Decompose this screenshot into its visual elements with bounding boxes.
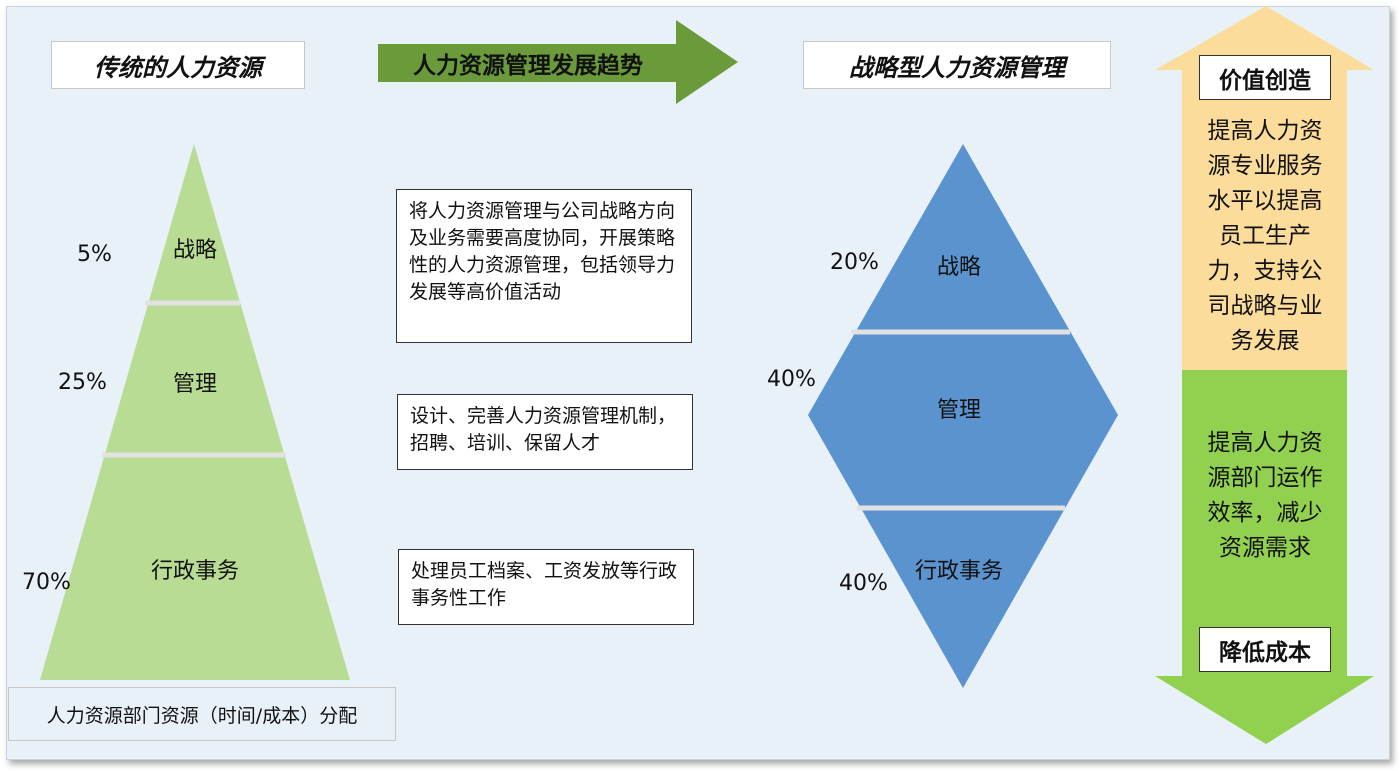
description-strategy: 将人力资源管理与公司战略方向及业务需要高度协同，开展策略性的人力资源管理，包括领… [396,189,692,343]
trend-arrow [378,20,738,104]
pyramid-percent-management: 25% [58,370,107,395]
strategic-diamond [808,144,1118,688]
diamond-level-management: 管理 [936,398,981,423]
cost-reduction-tag: 降低成本 [1199,627,1331,672]
diamond-percent-admin: 40% [839,571,888,596]
description-management: 设计、完善人力资源管理机制，招聘、培训、保留人才 [397,394,693,470]
pyramid-level-strategy: 战略 [172,238,217,263]
pyramid-percent-admin: 70% [22,570,71,595]
diamond-percent-strategy: 20% [830,250,879,275]
diamond-level-strategy: 战略 [936,255,981,280]
pyramid-level-admin: 行政事务 [150,559,239,584]
traditional-title: 传统的人力资源 [51,41,305,89]
pyramid-level-management: 管理 [172,372,217,397]
value-creation-text: 提高人力资源专业服务水平以提高员工生产力，支持公司战略与业务发展 [1207,118,1323,354]
trend-label: 人力资源管理发展趋势 [413,53,643,79]
pyramid-percent-strategy: 5% [77,242,112,267]
resource-allocation-caption: 人力资源部门资源（时间/成本）分配 [8,687,396,741]
cost-reduction-text: 提高人力资源部门运作效率，减少资源需求 [1207,430,1323,561]
description-admin: 处理员工档案、工资发放等行政事务性工作 [398,549,694,625]
diamond-level-admin: 行政事务 [914,559,1003,584]
value-creation-tag: 价值创造 [1199,55,1331,100]
traditional-pyramid [40,144,350,680]
strategic-title: 战略型人力资源管理 [803,41,1111,89]
diamond-percent-management: 40% [767,367,816,392]
